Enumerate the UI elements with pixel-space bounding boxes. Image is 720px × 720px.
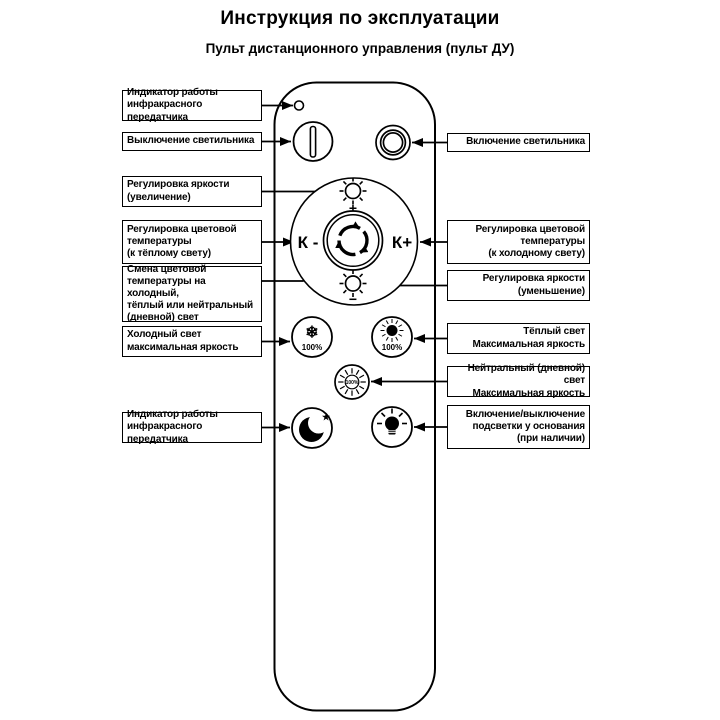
warm-percent-label: 100% <box>382 343 402 352</box>
power-bar-icon <box>309 125 317 158</box>
callout-brightness-up: Регулировка яркости (увеличение) <box>122 176 262 207</box>
callout-color-temp-cold: Регулировка цветовой температуры (к холо… <box>447 220 590 264</box>
power-on-button <box>375 124 411 161</box>
neutral-light-button: 100% <box>334 364 370 400</box>
star-icon: ★ <box>322 412 331 422</box>
callout-warm-max: Тёплый свет Максимальная яркость <box>447 323 590 354</box>
cycle-arrows-icon <box>335 221 369 257</box>
warm-light-button: 100% <box>371 316 413 358</box>
inner-sun-icon <box>344 374 360 390</box>
backlight-button <box>371 406 413 448</box>
filled-sun-icon <box>380 318 404 343</box>
callout-ir-indicator-top: Индикатор работы инфракрасного передатчи… <box>122 87 262 123</box>
page-subtitle: Пульт дистанционного управления (пульт Д… <box>205 41 515 56</box>
ir-indicator-light <box>293 100 305 111</box>
neutral-percent-label: 100% <box>346 380 359 386</box>
callout-color-temp-switch: Смена цветовой температуры на холодный, … <box>122 264 262 323</box>
plus-label: + <box>349 200 357 216</box>
k-minus-label: К - <box>298 233 319 252</box>
cold-percent-label: 100% <box>302 343 322 352</box>
moon-icon <box>299 412 329 442</box>
callout-power-off: Выключение светильника <box>122 132 262 151</box>
brightness-up-sun-icon <box>338 176 368 206</box>
page-title: Инструкция по эксплуатации <box>220 8 500 29</box>
color-cycle-dial <box>322 210 384 271</box>
cold-light-button: ❄ 100% <box>291 316 333 358</box>
power-off-button <box>292 121 334 162</box>
minus-label: − <box>349 291 357 307</box>
night-mode-button: ★ <box>291 407 333 449</box>
brightness-down-sun-icon <box>338 269 368 298</box>
k-plus-label: К+ <box>392 233 412 252</box>
bulb-icon <box>377 408 407 435</box>
callout-brightness-down: Регулировка яркости (уменьшение) <box>447 270 590 301</box>
dial-cluster: + К - К+ − <box>289 176 419 307</box>
callout-color-temp-warm: Регулировка цветовой температуры (к тёпл… <box>122 220 262 264</box>
snowflake-icon: ❄ <box>305 325 318 342</box>
callout-cold-max: Холодный свет максимальная яркость <box>122 326 262 357</box>
callout-base-backlight: Включение/выключение подсветки у основан… <box>447 405 590 449</box>
callout-ir-indicator-bottom: Индикатор работы инфракрасного передатчи… <box>122 409 262 445</box>
callout-power-on: Включение светильника <box>447 133 590 152</box>
callout-neutral-max: Нейтральный (дневной) свет Максимальная … <box>447 363 590 399</box>
